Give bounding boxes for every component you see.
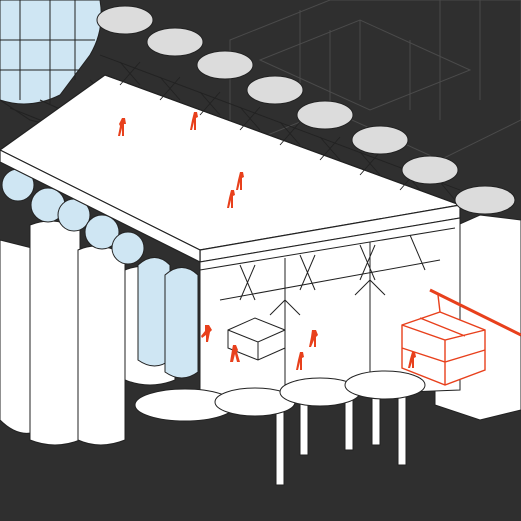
person-figure bbox=[201, 325, 212, 342]
crates bbox=[227, 317, 286, 361]
roof-truss bbox=[99, 54, 461, 206]
person-figure bbox=[408, 352, 416, 368]
glass-pods bbox=[1, 168, 199, 379]
person-figure bbox=[236, 172, 244, 190]
person-figure bbox=[309, 330, 318, 347]
person-figure bbox=[296, 352, 304, 370]
platform-deck bbox=[0, 74, 463, 263]
cable-car bbox=[401, 288, 521, 386]
base-discs bbox=[134, 370, 426, 422]
rear-cylinders bbox=[96, 5, 516, 215]
person-figure bbox=[190, 112, 198, 130]
person-figure bbox=[227, 190, 235, 208]
person-figure bbox=[230, 345, 240, 362]
person-figure bbox=[118, 118, 126, 136]
people bbox=[118, 112, 416, 370]
